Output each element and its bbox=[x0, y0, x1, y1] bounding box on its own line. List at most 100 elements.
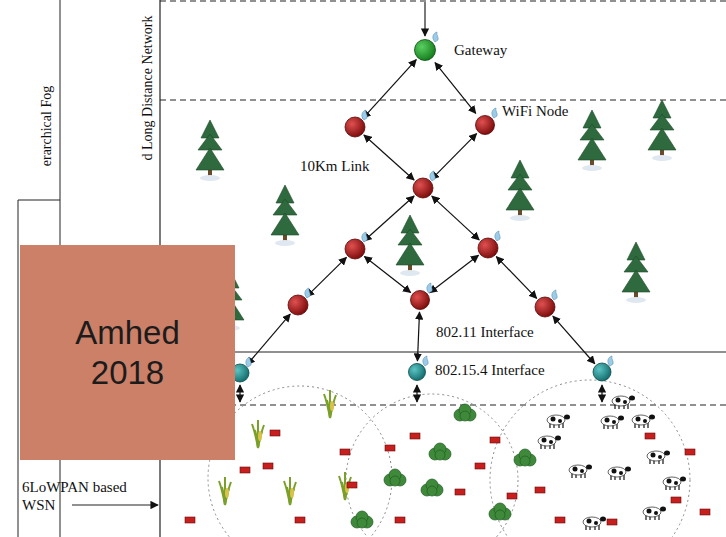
cabbage-leaf bbox=[435, 450, 445, 460]
cow-head bbox=[625, 467, 631, 472]
tier-label: erarchical Fog bbox=[38, 84, 56, 168]
snow bbox=[510, 215, 530, 221]
snow bbox=[200, 175, 220, 181]
cow-head bbox=[586, 465, 592, 470]
cabbage-leaf bbox=[495, 510, 505, 520]
pine-tree bbox=[271, 185, 299, 246]
cow-patch bbox=[643, 419, 647, 423]
node-circle-shape bbox=[409, 364, 426, 381]
cabbage bbox=[429, 443, 451, 460]
cow-head bbox=[664, 451, 670, 456]
cow-patch bbox=[612, 420, 616, 424]
uplink-arrow bbox=[424, 2, 425, 36]
cabbage-leaf bbox=[390, 476, 400, 486]
cow-patch bbox=[542, 438, 547, 443]
wifi-node: WiFi Node bbox=[475, 115, 495, 135]
tree-crown bbox=[271, 213, 299, 235]
mesh-link bbox=[364, 196, 414, 241]
sensor-mote bbox=[295, 517, 305, 523]
cow-body bbox=[601, 416, 619, 426]
node-circle-shape bbox=[476, 116, 495, 135]
cabbage-leaf bbox=[520, 456, 530, 466]
snow bbox=[652, 155, 672, 161]
antenna-icon bbox=[246, 357, 251, 367]
cabbage bbox=[384, 469, 406, 486]
tree-crown bbox=[622, 270, 650, 292]
cow-patch bbox=[580, 469, 584, 473]
corn-leaf bbox=[258, 432, 262, 448]
cow-body bbox=[547, 415, 565, 425]
cow bbox=[569, 465, 592, 479]
cow-body bbox=[538, 436, 556, 446]
cow-body bbox=[608, 467, 626, 477]
cow-patch bbox=[667, 479, 672, 484]
cow bbox=[538, 436, 561, 450]
wifi-node bbox=[413, 178, 433, 198]
sensor-mote bbox=[507, 493, 517, 499]
cow-head bbox=[555, 436, 561, 441]
tree-crown bbox=[396, 243, 424, 265]
wifi-node bbox=[478, 238, 498, 258]
corn-leaf bbox=[290, 489, 294, 505]
node-circle bbox=[475, 115, 495, 135]
cow-patch bbox=[558, 419, 562, 423]
pine-tree bbox=[396, 215, 424, 276]
corn-cob bbox=[330, 401, 334, 411]
corn-cob bbox=[225, 488, 229, 498]
sensor-mote bbox=[347, 482, 357, 488]
antenna-icon bbox=[495, 231, 500, 241]
cow-head bbox=[629, 396, 635, 401]
node-circle-shape bbox=[415, 40, 436, 61]
tree-crown bbox=[648, 128, 676, 150]
cow-body bbox=[647, 451, 665, 461]
pine-tree bbox=[622, 242, 650, 303]
field-zone bbox=[490, 380, 690, 537]
node-label: 802.15.4 Interface bbox=[433, 362, 547, 379]
cabbage-leaf bbox=[460, 411, 470, 421]
cow-patch bbox=[612, 469, 617, 474]
wifi-node bbox=[345, 117, 365, 137]
sensor-gateway-node: 802.15.4 Interface bbox=[408, 363, 426, 381]
node-circle bbox=[410, 290, 430, 310]
frame-line bbox=[18, 200, 19, 537]
snow bbox=[582, 165, 602, 171]
pine-tree bbox=[578, 110, 606, 171]
cow-body bbox=[569, 465, 587, 475]
mesh-link bbox=[431, 134, 476, 180]
cabbage bbox=[514, 449, 536, 466]
pine-tree bbox=[648, 100, 676, 161]
cow-body bbox=[663, 477, 681, 487]
node-circle-shape bbox=[411, 291, 430, 310]
cow bbox=[583, 517, 606, 531]
antenna-icon bbox=[492, 108, 497, 118]
corn-leaf bbox=[258, 425, 264, 448]
mesh-link bbox=[363, 60, 416, 119]
antenna-icon bbox=[423, 356, 428, 366]
tree-crown bbox=[578, 138, 606, 160]
corn-plant bbox=[252, 420, 264, 448]
cow-head bbox=[618, 416, 624, 421]
sensor-mote bbox=[685, 449, 695, 455]
cow-patch bbox=[594, 521, 598, 525]
cow bbox=[643, 507, 666, 521]
sensor-mote bbox=[385, 445, 395, 451]
cow bbox=[608, 467, 631, 481]
mesh-link bbox=[553, 316, 595, 364]
node-circle bbox=[408, 363, 426, 381]
corn-plant bbox=[284, 477, 296, 505]
mesh-link bbox=[307, 257, 347, 296]
field-link bbox=[416, 385, 417, 402]
node-label: 802.11 Interface bbox=[434, 324, 536, 341]
tier-separator bbox=[160, 351, 726, 352]
cow-patch bbox=[587, 519, 592, 524]
tree-crown bbox=[196, 148, 224, 170]
mesh-link bbox=[247, 314, 290, 365]
antenna-icon bbox=[362, 110, 367, 120]
pointer-arrow bbox=[72, 504, 158, 505]
cow-body bbox=[583, 517, 601, 527]
sensor-mote bbox=[490, 437, 500, 443]
cow bbox=[612, 396, 635, 410]
antenna-icon bbox=[427, 283, 432, 293]
cow-patch bbox=[658, 455, 662, 459]
